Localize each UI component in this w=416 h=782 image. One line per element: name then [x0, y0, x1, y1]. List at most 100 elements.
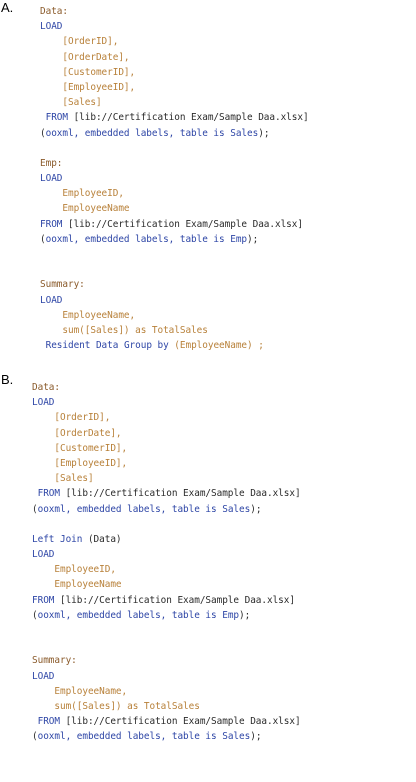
- code-token: Group by: [123, 340, 175, 352]
- code-token: [OrderID],: [32, 412, 111, 424]
- code-token: [OrderDate],: [40, 51, 130, 63]
- code-token: FROM: [32, 488, 66, 500]
- code-token: ooxml, embedded labels, table is: [37, 503, 223, 515]
- code-token: Emp: [222, 609, 240, 621]
- code-line: Emp:: [40, 156, 309, 171]
- code-token: [EmployeeID],: [32, 457, 128, 469]
- code-line: [32, 623, 301, 638]
- code-line: [EmployeeID],: [40, 80, 309, 95]
- code-line: (ooxml, embedded labels, table is Sales)…: [40, 126, 309, 141]
- option-b-code-block: Data: LOAD [OrderID], [OrderDate], [Custo…: [32, 380, 301, 745]
- code-line: LOAD: [32, 395, 301, 410]
- code-token: (Data): [87, 533, 122, 545]
- code-line: Data:: [32, 380, 301, 395]
- code-token: );: [239, 609, 251, 621]
- code-line: LOAD: [40, 293, 309, 308]
- code-line: Summary:: [32, 653, 301, 668]
- option-a-code-block: Data: LOAD [OrderID], [OrderDate], [Custo…: [40, 4, 309, 353]
- code-line: [OrderID],: [32, 410, 301, 425]
- code-token: ooxml, embedded labels, table is: [45, 233, 231, 245]
- code-token: Data: [95, 340, 124, 352]
- code-token: Summary:: [32, 655, 77, 667]
- code-token: (: [32, 609, 38, 621]
- code-token: EmployeeID,: [40, 188, 124, 200]
- code-token: LOAD: [32, 549, 55, 561]
- code-line: FROM [lib://Certification Exam/Sample Da…: [32, 593, 301, 608]
- code-line: [OrderID],: [40, 34, 309, 49]
- code-token: (EmployeeName) ;: [174, 340, 264, 352]
- code-token: (: [40, 233, 46, 245]
- code-token: EmployeeName,: [40, 309, 136, 321]
- code-line: FROM [lib://Certification Exam/Sample Da…: [32, 486, 301, 501]
- code-token: LOAD: [40, 294, 63, 306]
- code-line: Data:: [40, 4, 309, 19]
- code-token: [OrderDate],: [32, 427, 122, 439]
- code-token: sum([Sales]) as TotalSales: [40, 324, 208, 336]
- code-token: (: [32, 731, 38, 743]
- code-line: (ooxml, embedded labels, table is Sales)…: [32, 729, 301, 744]
- code-token: );: [250, 503, 262, 515]
- code-token: FROM: [32, 594, 60, 606]
- code-line: [EmployeeID],: [32, 456, 301, 471]
- code-token: [lib://Certification Exam/Sample Daa.xls…: [65, 716, 301, 728]
- code-line: Summary:: [40, 277, 309, 292]
- code-line: EmployeeID,: [40, 186, 309, 201]
- code-line: LOAD: [32, 669, 301, 684]
- code-line: LOAD: [40, 19, 309, 34]
- code-line: LOAD: [40, 171, 309, 186]
- code-line: EmployeeName: [32, 577, 301, 592]
- code-line: Left Join (Data): [32, 532, 301, 547]
- code-token: FROM: [40, 112, 74, 124]
- code-token: );: [247, 233, 259, 245]
- code-line: sum([Sales]) as TotalSales: [40, 323, 309, 338]
- code-token: Emp: [230, 233, 248, 245]
- code-line: FROM [lib://Certification Exam/Sample Da…: [40, 110, 309, 125]
- code-line: [40, 247, 309, 262]
- code-token: Data:: [40, 6, 68, 17]
- code-line: [40, 141, 309, 156]
- code-token: (: [32, 503, 38, 515]
- code-token: FROM: [32, 716, 66, 728]
- code-token: ooxml, embedded labels, table is: [37, 609, 223, 621]
- code-line: EmployeeName,: [40, 308, 309, 323]
- code-token: Resident: [40, 340, 96, 352]
- code-line: EmployeeName,: [32, 684, 301, 699]
- code-token: EmployeeName: [40, 203, 130, 215]
- code-token: LOAD: [32, 670, 55, 682]
- code-token: );: [258, 127, 270, 139]
- code-token: [Sales]: [40, 97, 102, 109]
- code-line: [40, 262, 309, 277]
- code-line: [OrderDate],: [32, 426, 301, 441]
- code-token: EmployeeID,: [32, 564, 116, 576]
- code-line: EmployeeName: [40, 201, 309, 216]
- code-token: LOAD: [40, 21, 63, 33]
- code-line: (ooxml, embedded labels, table is Emp);: [40, 232, 309, 247]
- option-b-label: B.: [1, 372, 14, 387]
- code-token: Left Join: [32, 533, 88, 545]
- code-token: Sales: [222, 731, 251, 743]
- code-token: sum([Sales]) as TotalSales: [32, 700, 200, 712]
- code-token: [lib://Certification Exam/Sample Daa.xls…: [65, 488, 301, 500]
- code-token: Emp:: [40, 157, 63, 169]
- code-token: Data:: [32, 382, 60, 393]
- code-token: Summary:: [40, 279, 85, 291]
- code-token: );: [250, 731, 262, 743]
- code-line: [Sales]: [32, 471, 301, 486]
- code-token: [CustomerID],: [40, 66, 136, 78]
- code-line: [32, 517, 301, 532]
- code-token: [Sales]: [32, 473, 94, 485]
- option-a-label: A.: [1, 0, 14, 15]
- code-line: FROM [lib://Certification Exam/Sample Da…: [32, 714, 301, 729]
- code-token: [lib://Certification Exam/Sample Daa.xls…: [73, 112, 309, 124]
- code-line: FROM [lib://Certification Exam/Sample Da…: [40, 217, 309, 232]
- code-line: [OrderDate],: [40, 50, 309, 65]
- code-line: [32, 638, 301, 653]
- code-line: sum([Sales]) as TotalSales: [32, 699, 301, 714]
- code-line: EmployeeID,: [32, 562, 301, 577]
- code-token: LOAD: [40, 173, 63, 185]
- code-token: [CustomerID],: [32, 442, 128, 454]
- code-line: [CustomerID],: [32, 441, 301, 456]
- code-token: ooxml, embedded labels, table is: [37, 731, 223, 743]
- code-token: [EmployeeID],: [40, 81, 136, 93]
- code-token: Sales: [230, 127, 259, 139]
